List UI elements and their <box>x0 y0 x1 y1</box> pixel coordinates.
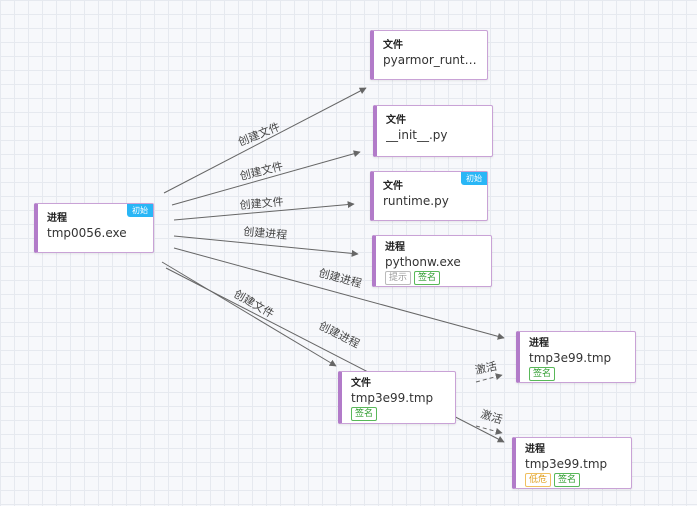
node-root-process[interactable]: 初始 进程 tmp0056.exe <box>34 203 154 253</box>
signed-tag: 签名 <box>529 367 556 381</box>
node-process-pythonw[interactable]: 进程 pythonw.exe 提示 签名 <box>372 235 492 287</box>
node-type-label: 文件 <box>386 115 406 126</box>
edge-label-create-file-4: 创建文件 <box>232 286 277 320</box>
node-type-label: 进程 <box>525 444 545 455</box>
node-file-tmp3e99[interactable]: 文件 tmp3e99.tmp 签名 <box>338 371 456 424</box>
edge-label-activate-2: 激活 <box>479 407 504 427</box>
node-name-label: runtime.py <box>383 194 449 208</box>
node-process-tmp3e99-a[interactable]: 进程 tmp3e99.tmp 签名 <box>516 331 636 383</box>
edge-label-create-process-1: 创建进程 <box>243 224 288 242</box>
node-process-tmp3e99-b[interactable]: 进程 tmp3e99.tmp 低危 签名 <box>512 437 632 489</box>
edge-label-create-process-3: 创建进程 <box>317 318 363 350</box>
edge-activate-a[interactable] <box>475 373 503 383</box>
node-name-label: tmp0056.exe <box>47 226 127 240</box>
signed-tag: 签名 <box>414 271 441 285</box>
tag-list: 签名 <box>529 367 627 381</box>
initial-tag: 初始 <box>127 204 153 217</box>
edge-root-to-pyarmor[interactable] <box>163 87 367 194</box>
node-type-label: 文件 <box>383 40 403 51</box>
node-name-label: pyarmor_runti... <box>383 53 479 67</box>
signed-tag: 签名 <box>554 473 581 487</box>
node-type-label: 进程 <box>529 338 549 349</box>
edge-root-to-init[interactable] <box>171 150 361 206</box>
edge-root-to-pythonw[interactable] <box>173 235 359 257</box>
edge-label-create-file-2: 创建文件 <box>238 159 284 183</box>
tag-list: 签名 <box>351 407 447 421</box>
node-type-label: 进程 <box>385 242 405 253</box>
node-name-label: tmp3e99.tmp <box>529 351 612 365</box>
edge-root-to-proc-tmp3e99-a[interactable] <box>173 247 505 340</box>
node-type-label: 文件 <box>383 181 403 192</box>
edge-root-to-runtime[interactable] <box>173 201 355 221</box>
low-risk-tag: 低危 <box>525 473 552 487</box>
edge-root-to-file-tmp3e99[interactable] <box>161 261 337 367</box>
node-type-label: 文件 <box>351 378 371 389</box>
node-file-runtime[interactable]: 初始 文件 runtime.py <box>370 171 488 221</box>
edge-label-create-process-2: 创建进程 <box>317 265 363 290</box>
tag-list: 低危 签名 <box>525 473 623 487</box>
edge-label-create-file-3: 创建文件 <box>239 194 284 212</box>
node-type-label: 进程 <box>47 213 67 224</box>
tag-list: 提示 签名 <box>385 271 483 285</box>
node-name-label: tmp3e99.tmp <box>525 457 608 471</box>
node-name-label: pythonw.exe <box>385 255 461 269</box>
initial-tag: 初始 <box>461 172 487 185</box>
edge-label-create-file-1: 创建文件 <box>236 119 282 148</box>
edge-label-activate-1: 激活 <box>474 359 498 377</box>
node-file-init[interactable]: 文件 __init__.py <box>373 105 493 157</box>
node-file-pyarmor[interactable]: 文件 pyarmor_runti... <box>370 30 488 80</box>
hint-tag: 提示 <box>385 271 412 285</box>
node-name-label: __init__.py <box>386 128 448 142</box>
signed-tag: 签名 <box>351 407 378 421</box>
edge-activate-b[interactable] <box>475 425 503 435</box>
node-name-label: tmp3e99.tmp <box>351 391 434 405</box>
